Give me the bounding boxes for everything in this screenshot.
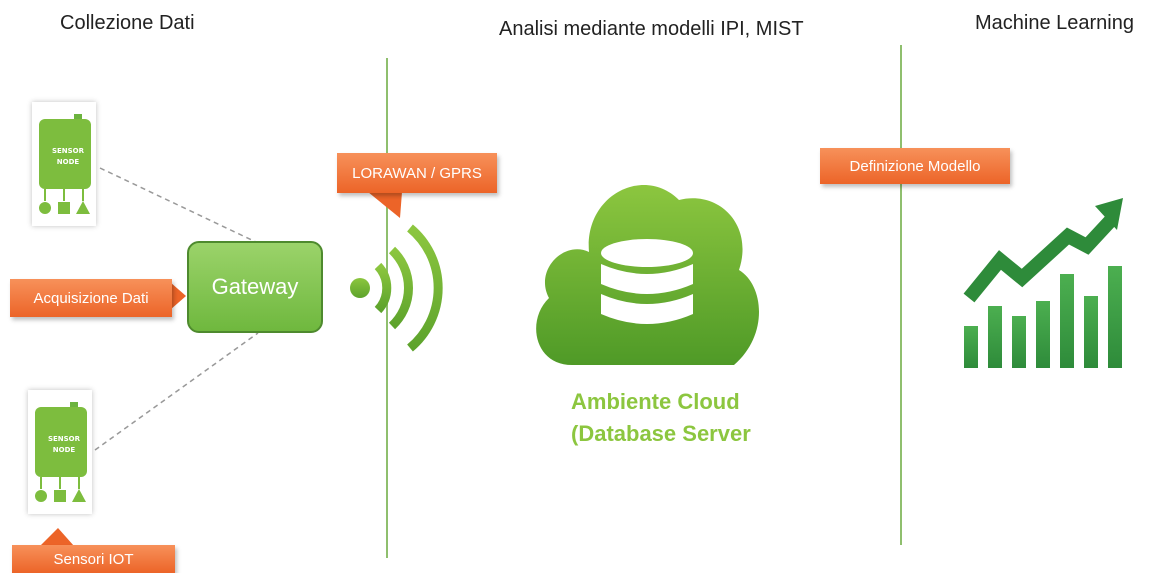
heading-data-collection: Collezione Dati: [60, 12, 195, 34]
callout-acquisition: Acquisizione Dati: [10, 279, 172, 317]
callout-network: LORAWAN / GPRS: [337, 153, 497, 193]
heading-analysis: Analisi mediante modelli IPI, MIST: [499, 18, 804, 40]
cloud-label-line1: Ambiente Cloud: [571, 389, 740, 414]
heading-machine-learning: Machine Learning: [975, 12, 1134, 34]
sensor-node-bottom: SENSOR NODE: [28, 390, 92, 514]
gateway-box: Gateway: [187, 241, 323, 333]
cloud-database-icon: [536, 185, 759, 365]
dashed-link-top: [99, 167, 259, 244]
dashed-link-bottom: [94, 332, 259, 451]
wifi-signal-icon: [350, 224, 443, 352]
growth-chart-icon: [963, 198, 1123, 368]
sensor-node-label: SENSOR NODE: [47, 435, 81, 454]
sensor-node-icon: [35, 402, 87, 502]
acquisition-pointer: [170, 282, 186, 310]
network-pointer: [368, 192, 402, 218]
iot-pointer: [40, 528, 74, 546]
cloud-label-line2: (Database Server: [571, 421, 751, 446]
section-divider-right: [900, 45, 902, 545]
cloud-label: Ambiente Cloud (Database Server: [571, 386, 751, 450]
callout-iot-sensors: Sensori IOT: [12, 545, 175, 573]
section-divider-left: [386, 58, 388, 558]
sensor-node-top: SENSOR NODE: [32, 102, 96, 226]
callout-model-definition: Definizione Modello: [820, 148, 1010, 184]
gateway-label: Gateway: [211, 274, 299, 299]
sensor-node-icon: [39, 114, 91, 214]
sensor-node-label: SENSOR NODE: [51, 147, 85, 166]
